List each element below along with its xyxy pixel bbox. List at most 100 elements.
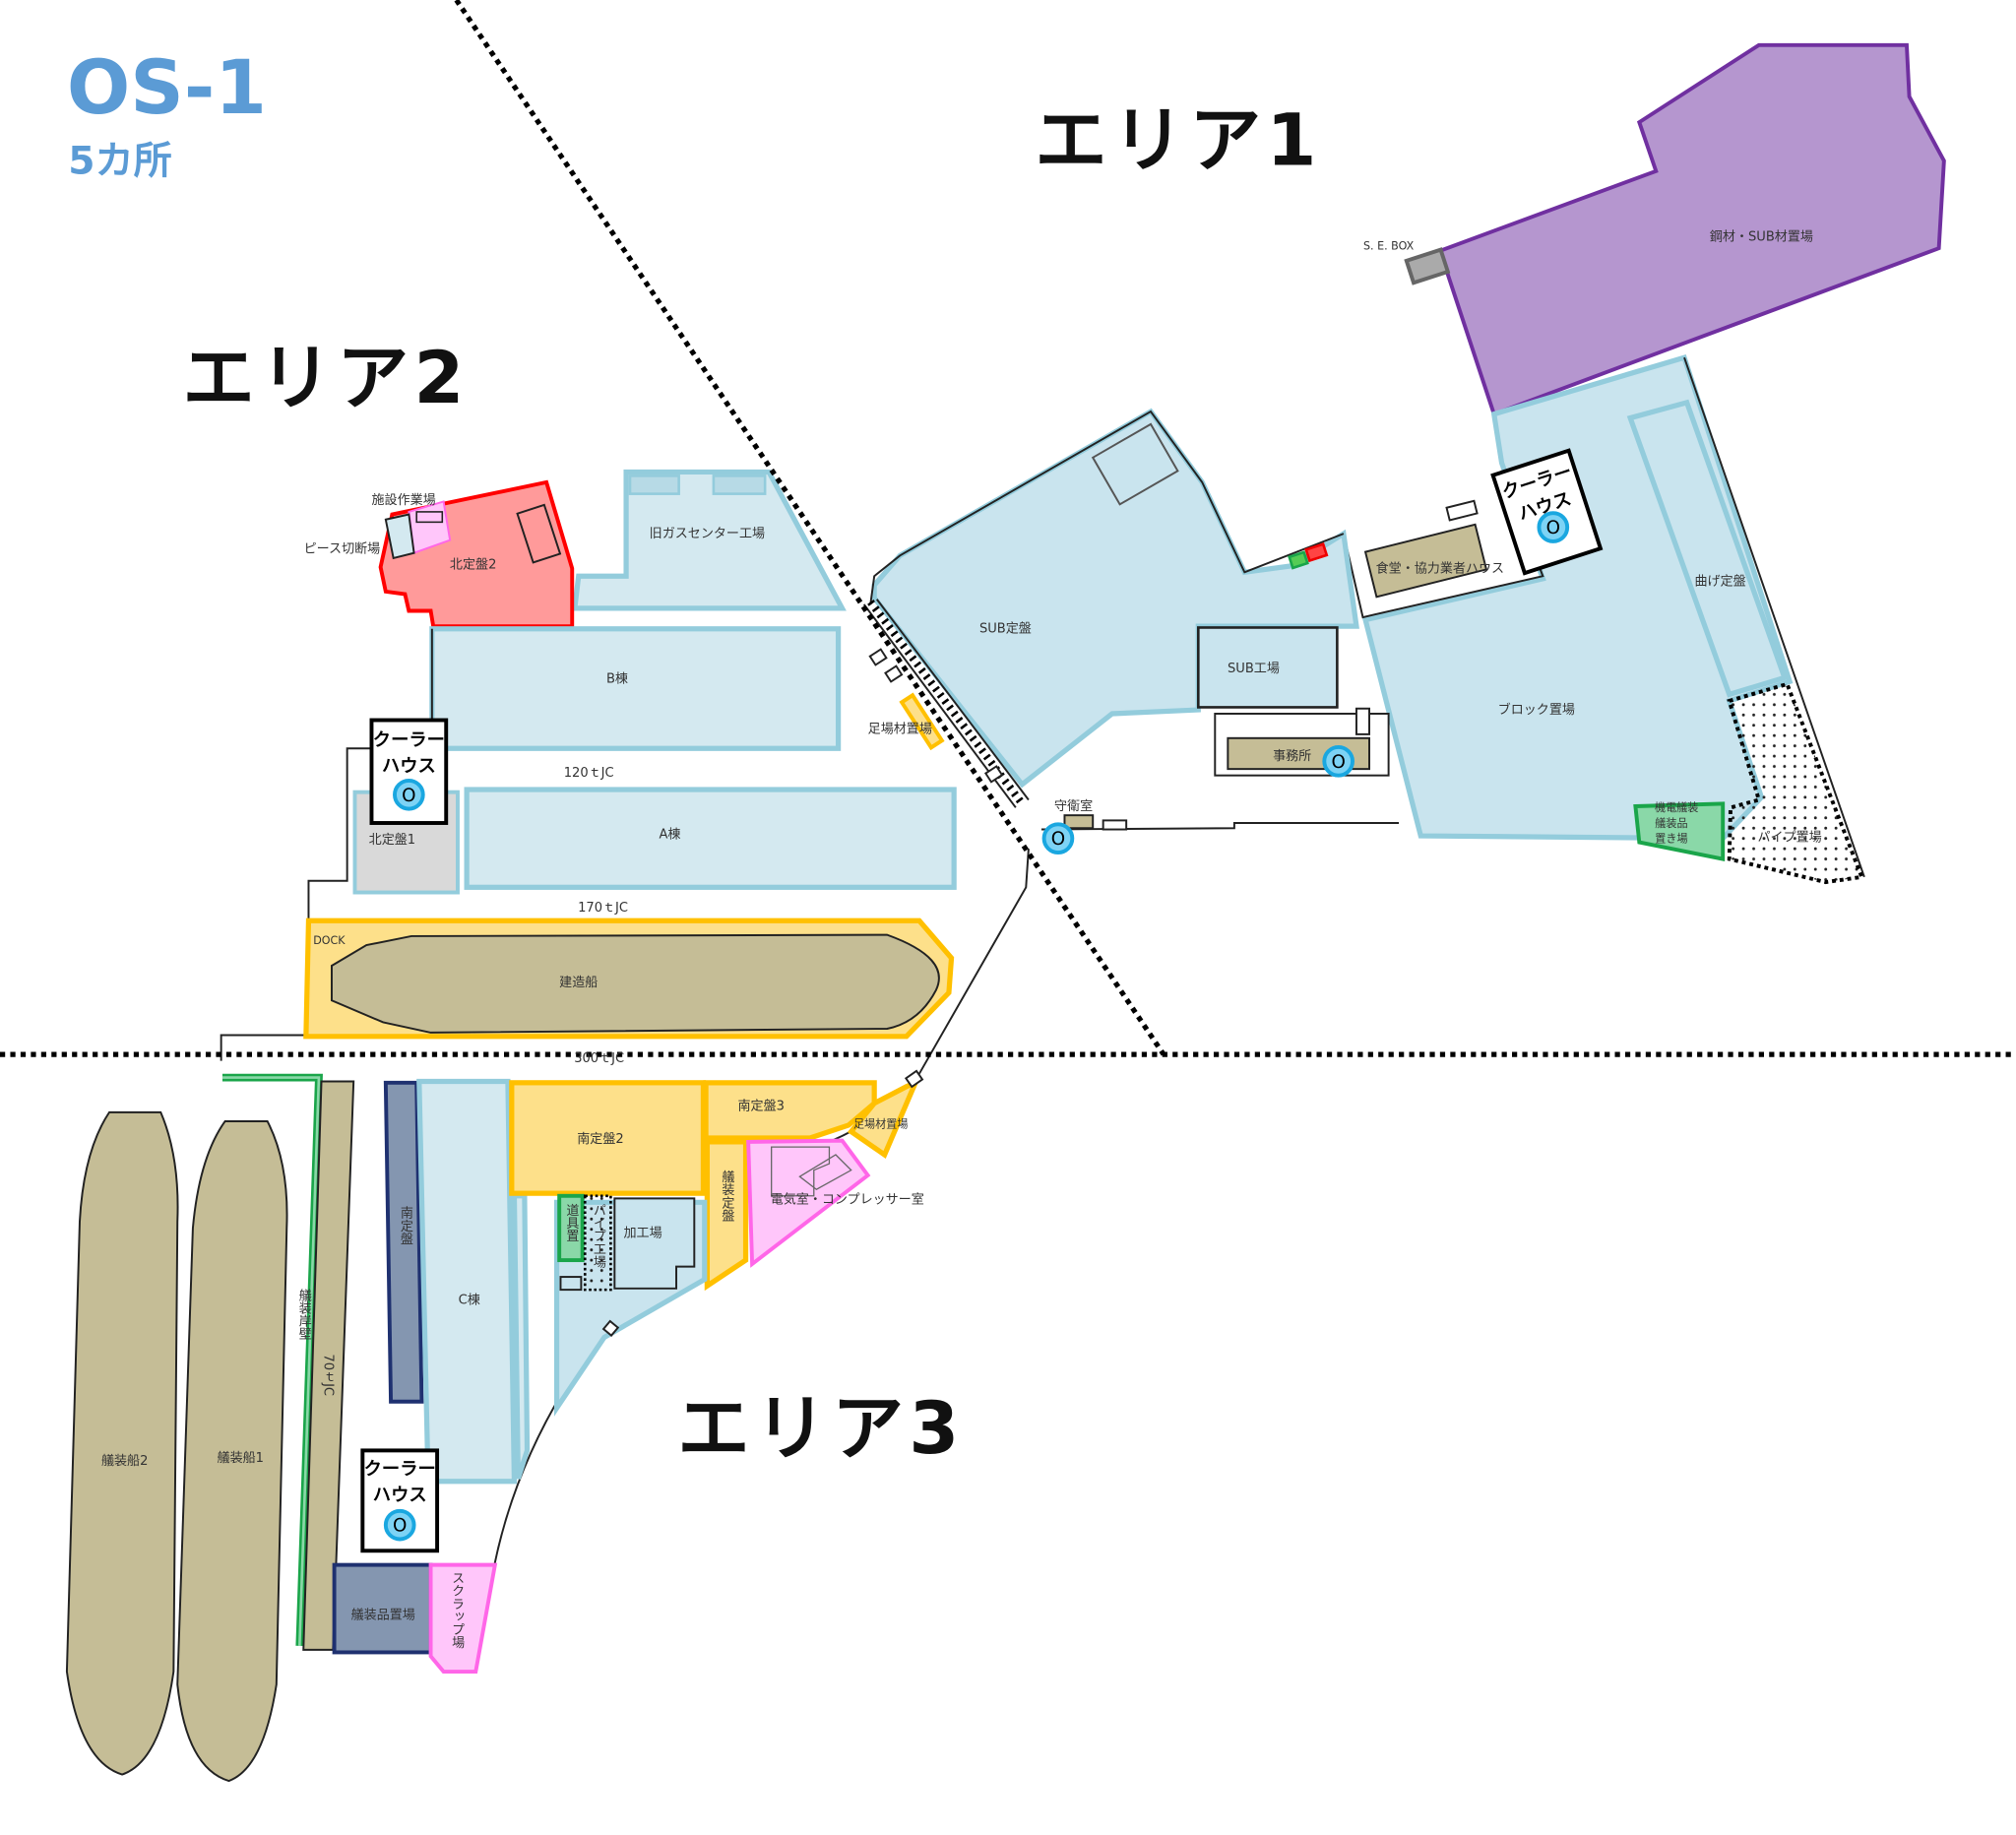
area-label-3: エリア3 [677,1387,964,1471]
pipe-factory [583,1194,612,1292]
label-outfitting-ship-2: 艤装船2 [101,1453,148,1469]
b-building [429,626,842,751]
label-equipment-2: 艤装品 [1655,816,1687,830]
south-platen-2 [509,1080,707,1196]
east-boundary [918,849,1030,1075]
label-steel-sub-yard: 鋼材・SUB材置場 [1710,229,1813,244]
label-equipment-1: 機電艤装 [1655,800,1698,814]
label-bending-platen: 曲げ定盤 [1694,574,1745,589]
cooler-house-area1[interactable]: クーラー ハウス [1490,448,1604,576]
label-pipe-yard: パイプ置場 [1757,830,1821,845]
processing-factory [613,1197,696,1290]
equipment-yard [1633,801,1726,861]
pipe-yard [1727,681,1864,885]
label-cafeteria: 食堂・協力業者ハウス [1376,560,1504,576]
label-scaffold-yard-1: 足場材置場 [868,723,932,737]
label-outfitting-platen: 艤装定盤 [719,1170,734,1222]
a-building [464,787,957,890]
sub-platen-outline [869,410,1345,605]
outfitting-parts-yard [332,1562,433,1655]
area-label-1: エリア1 [1035,98,1321,182]
label-block-yard: ブロック置場 [1498,702,1575,718]
south-platen-3 [703,1080,877,1141]
label-120t-jc: 120ｔJC [564,766,614,781]
label-tool-storage: 道具置 [563,1204,579,1243]
facility-box [415,511,444,524]
label-300t-jc: 300ｔJC [574,1051,624,1066]
label-170t-jc: 170ｔJC [578,901,628,916]
label-dock: DOCK [313,934,346,947]
marker-label: O [1331,752,1345,773]
label-north-platen-2: 北定盤2 [450,557,496,572]
north-platen-2-box [516,503,562,564]
area-label-2: エリア2 [182,337,469,420]
label-equipment-3: 置き場 [1655,833,1687,846]
tool-box [559,1276,583,1292]
map-subtitle: 5カ所 [68,139,172,183]
gas-sub-1 [628,475,680,495]
location-marker[interactable]: O [1041,822,1075,854]
location-marker[interactable]: O [393,778,425,811]
label-outfitting-parts-yard: 艤装品置場 [351,1607,415,1622]
building-ship [331,933,940,1034]
corner-shed [904,1069,924,1089]
label-outfitting-ship-1: 艤装船1 [218,1450,264,1466]
scrap-yard [428,1562,498,1674]
old-gas-center-factory [571,469,847,611]
rail-right [875,599,1030,801]
rail-shed-1 [868,648,888,666]
marker-label: O [1051,829,1065,850]
se-box [1404,247,1451,285]
label-north-platen-1: 北定盤1 [369,833,415,848]
marker-shape [601,1319,620,1338]
label-se-box: S. E. BOX [1363,239,1415,252]
sub-factory [1196,626,1339,709]
electric-room-outline [771,1146,852,1197]
location-marker[interactable]: O [1322,744,1354,778]
c-building [416,1078,518,1485]
label-sub-factory: SUB工場 [1228,662,1280,676]
rail-shed-3 [983,765,1004,784]
map-title: OS-1 [67,44,267,131]
label-a-building: A棟 [659,828,680,843]
outfitting-quay-inner [221,1076,321,1646]
outfitting-ship-2 [65,1110,179,1776]
gas-sub-2 [712,475,767,495]
boundary-line [1683,356,1865,878]
rail-shed-2 [884,664,904,683]
cooler-house-label-1: クーラー [373,730,445,751]
label-south-platen: 南定盤 [398,1206,413,1245]
red-container [1304,542,1329,563]
label-70t-jc: 70ｔJC [321,1354,336,1396]
cooler-house-label-1: クーラー [364,1459,436,1480]
label-office: 事務所 [1273,749,1311,764]
guard-room-shed [1102,819,1128,831]
label-south-platen-2: 南定盤2 [577,1131,623,1147]
location-marker[interactable]: O [1537,511,1570,543]
label-scaffold-yard-2: 足場材置場 [853,1117,908,1131]
green-container [1288,550,1309,570]
sub-square [1091,422,1179,506]
label-electric-room: 電気室・コンプレッサー室 [771,1192,924,1208]
label-guard-room: 守衛室 [1054,798,1093,814]
c-building-strip [511,1193,531,1480]
label-sub-platen: SUB定盤 [979,622,1032,637]
label-b-building: B棟 [606,672,628,687]
marker-label: O [1546,518,1560,538]
bending-platen [1626,399,1789,698]
small-box [1354,707,1370,735]
location-marker[interactable]: O [383,1508,416,1542]
label-scrap-yard: スクラップ場 [449,1571,465,1649]
marker-label: O [393,1516,407,1537]
guard-room [1063,814,1095,830]
label-piece-cutting: ピース切断場 [304,542,381,557]
road-line [1040,822,1400,831]
label-building-ship: 建造船 [559,976,598,990]
electric-compressor-room [746,1138,871,1268]
piece-cutting-area [384,513,415,560]
label-c-building: C棟 [459,1293,480,1307]
marker-label: O [402,786,415,806]
scaffold-yard-1 [899,692,945,751]
label-facility-work: 施設作業場 [371,492,435,508]
